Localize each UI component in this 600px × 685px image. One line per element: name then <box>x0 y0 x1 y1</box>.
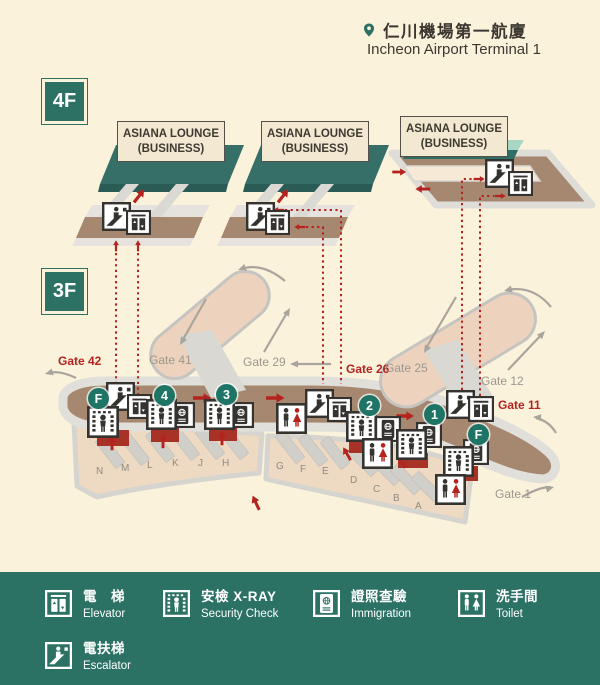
zone-letter: D <box>350 475 358 486</box>
zone-letter: G <box>276 461 284 472</box>
marker-3: 3 <box>216 384 237 405</box>
security-check-icon <box>443 446 474 477</box>
zone-letter: A <box>415 501 422 512</box>
elevator-icon <box>265 210 290 235</box>
pier-gates-25-12 <box>379 291 537 409</box>
gate-42-label: Gate 42 <box>58 354 102 368</box>
gate-29-label: Gate 29 <box>243 355 286 369</box>
marker-2: 2 <box>359 395 380 416</box>
walkway-arrows <box>47 266 557 498</box>
immigration-icon <box>313 590 340 617</box>
terminal-title-zh: 仁川機場第一航廈 <box>383 23 527 41</box>
asiana-lounge-label-1: ASIANA LOUNGE(BUSINESS) <box>117 121 225 162</box>
marker-f-right: F <box>468 424 489 445</box>
zone-letter: E <box>322 466 329 477</box>
marker-f-left: F <box>88 388 109 409</box>
zone-letter: H <box>222 458 230 469</box>
marker-1: 1 <box>424 404 445 425</box>
legend-bar: 電 梯 Elevator 電扶梯 Escalator 安檢 X-RAY Secu… <box>0 572 600 685</box>
zone-letter: K <box>172 458 179 469</box>
zone-letter: F <box>300 464 307 475</box>
toilet-icon <box>458 590 485 617</box>
escalator-icon <box>45 642 72 669</box>
gate-12-label: Gate 12 <box>481 374 524 388</box>
toilet-icon <box>435 474 466 505</box>
zone-letter: M <box>121 463 130 474</box>
terminal-title-en: Incheon Airport Terminal 1 <box>367 41 541 58</box>
pier-gates-41-29 <box>149 269 271 398</box>
toilet-icon <box>276 403 307 434</box>
gate-41-label: Gate 41 <box>149 353 192 367</box>
walkway-arrowheads <box>45 263 554 493</box>
zone-letter: N <box>96 466 104 477</box>
legend-escalator: 電扶梯 Escalator <box>45 641 131 672</box>
security-check-icon <box>163 590 190 617</box>
legend-elevator: 電 梯 Elevator <box>45 589 125 620</box>
gate-26-label: Gate 26 <box>346 362 390 376</box>
legend-security-check: 安檢 X-RAY Security Check <box>163 589 278 620</box>
zone-letter: L <box>147 460 153 471</box>
location-pin-icon <box>363 23 375 37</box>
floor-badge-4f: 4F <box>41 78 88 125</box>
gate-11-label: Gate 11 <box>498 398 541 412</box>
elevator-icon <box>126 210 151 235</box>
gate-25-label: Gate 25 <box>385 361 428 375</box>
security-check-icon <box>346 411 377 442</box>
asiana-lounge-label-3: ASIANA LOUNGE(BUSINESS) <box>400 116 508 157</box>
legend-toilet: 洗手間 Toilet <box>458 589 538 620</box>
elevator-icon <box>468 396 494 422</box>
floor-badge-3f: 3F <box>41 268 88 315</box>
escalator-icon <box>102 202 131 231</box>
marker-4: 4 <box>154 385 175 406</box>
asiana-lounge-label-2: ASIANA LOUNGE(BUSINESS) <box>261 121 369 162</box>
toilet-icon <box>362 438 393 469</box>
security-check-icon <box>87 406 119 438</box>
security-check-icon <box>396 429 427 460</box>
gate-1-label: Gate 1 <box>495 487 532 501</box>
zone-letter: J <box>198 458 203 469</box>
elevator-icon <box>45 590 72 617</box>
zone-letter: B <box>393 493 400 504</box>
legend-immigration: 證照查驗 Immigration <box>313 589 411 620</box>
route-dotted-lines <box>115 178 494 398</box>
elevator-icon <box>508 171 533 196</box>
zone-letter: C <box>373 484 381 495</box>
